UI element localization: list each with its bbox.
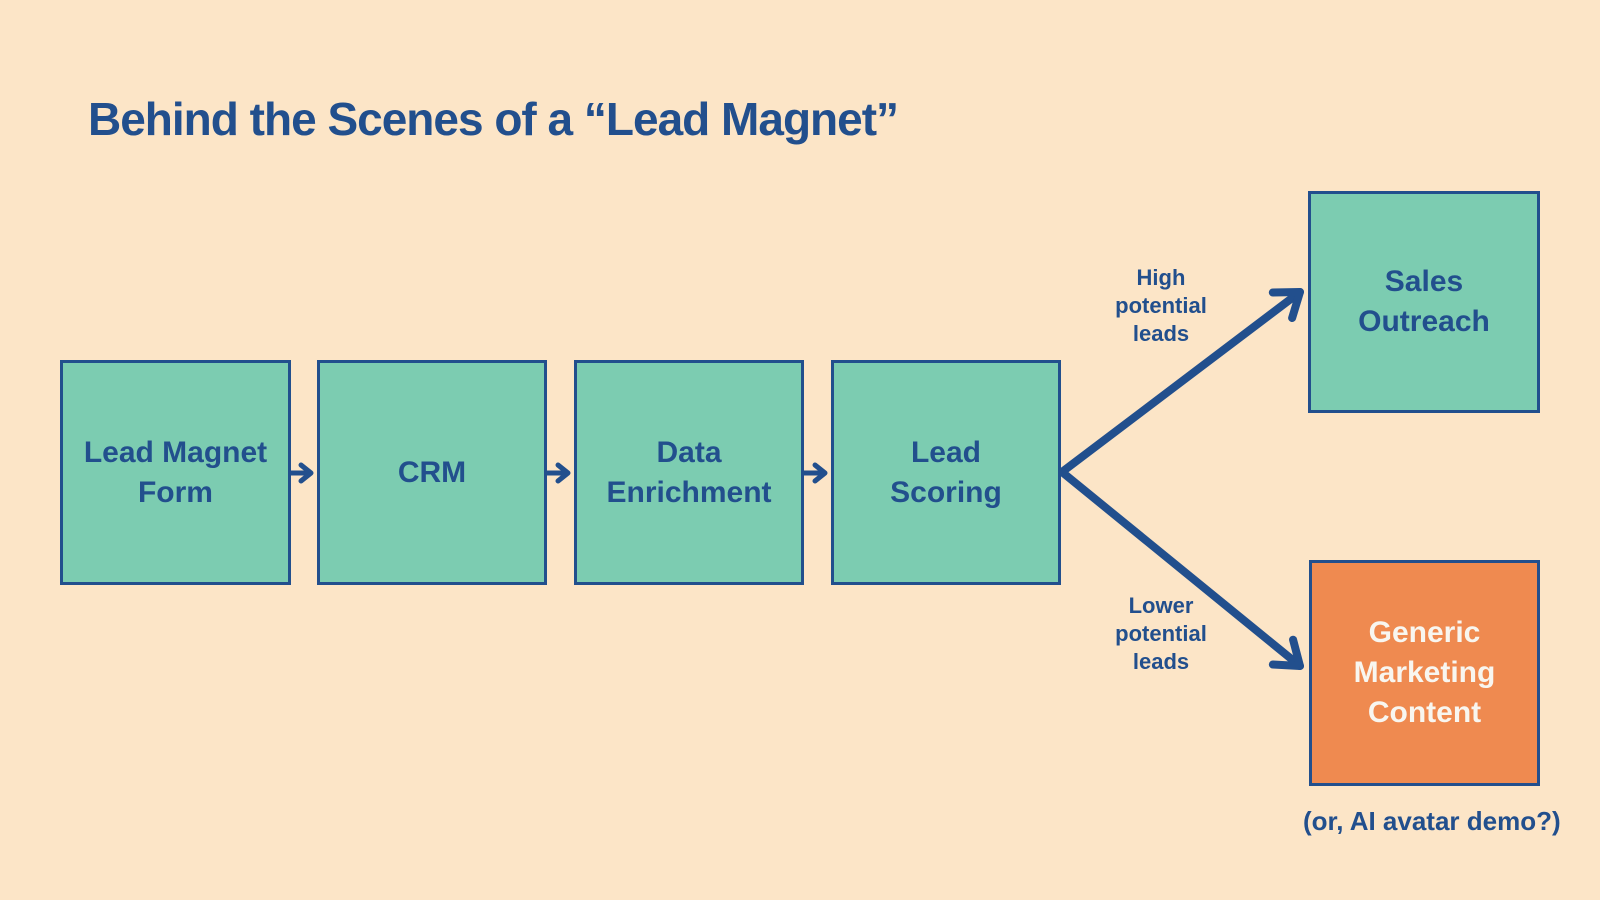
node-crm-label: CRM xyxy=(397,455,467,489)
node-lead-scoring-label: Lead Scoring xyxy=(890,435,1002,509)
arrow-high-potential xyxy=(1058,288,1304,476)
high-potential-leads-label: High potential leads xyxy=(1115,265,1207,346)
node-sales-outreach-label: Sales Outreach xyxy=(1358,265,1490,338)
node-lead-magnet-form-label: Lead Magnet Form xyxy=(83,435,268,509)
lower-potential-leads-label: Lower potential leads xyxy=(1115,593,1207,674)
node-generic-marketing-content: Generic Marketing Content xyxy=(1309,560,1540,786)
node-data-enrichment-label: Data Enrichment xyxy=(606,435,772,509)
node-lead-scoring: Lead Scoring xyxy=(831,360,1061,585)
page-title: Behind the Scenes of a “Lead Magnet” xyxy=(88,93,899,145)
ai-avatar-footnote: (or, AI avatar demo?) xyxy=(1303,806,1561,836)
node-crm: CRM xyxy=(317,360,547,585)
node-lead-magnet-form: Lead Magnet Form xyxy=(60,360,291,585)
arrow-lower-potential xyxy=(1058,468,1304,670)
node-generic-marketing-content-label: Generic Marketing Content xyxy=(1353,616,1496,729)
node-data-enrichment: Data Enrichment xyxy=(574,360,804,585)
node-sales-outreach: Sales Outreach xyxy=(1308,191,1540,413)
